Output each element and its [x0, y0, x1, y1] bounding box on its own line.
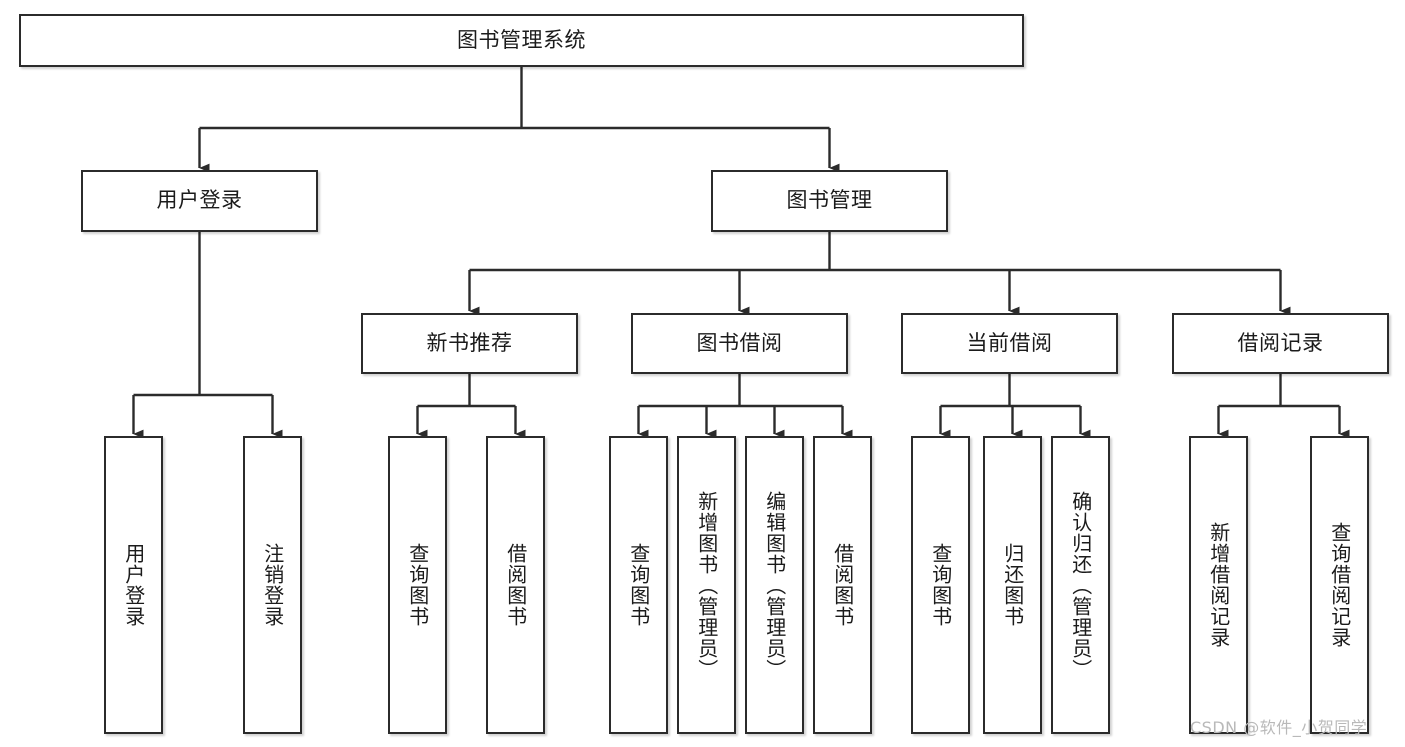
node-level3[interactable]: 新书推荐 — [361, 313, 578, 374]
node-leaf-label: 确认归还（管理员） — [1068, 490, 1093, 680]
node-leaf-label: 新增借阅记录 — [1206, 522, 1231, 648]
node-level2[interactable]: 图书管理 — [711, 170, 948, 232]
node-leaf[interactable]: 查询图书 — [609, 436, 668, 734]
node-leaf-label: 借阅图书 — [503, 543, 528, 627]
node-leaf-label: 查询借阅记录 — [1327, 522, 1352, 648]
node-level3[interactable]: 图书借阅 — [631, 313, 848, 374]
node-leaf[interactable]: 借阅图书 — [813, 436, 872, 734]
node-level2-label: 图书管理 — [786, 188, 873, 213]
node-level3-label: 借阅记录 — [1237, 330, 1324, 355]
node-root-label: 图书管理系统 — [457, 27, 586, 52]
node-leaf-label: 归还图书 — [1000, 543, 1025, 627]
node-leaf-label: 用户登录 — [121, 543, 146, 627]
node-leaf[interactable]: 编辑图书（管理员） — [745, 436, 804, 734]
node-leaf-label: 查询图书 — [405, 543, 430, 627]
node-leaf-label: 注销登录 — [260, 543, 285, 627]
node-level3-label: 当前借阅 — [966, 330, 1053, 355]
node-level2[interactable]: 用户登录 — [81, 170, 318, 232]
node-leaf[interactable]: 用户登录 — [104, 436, 163, 734]
node-level3[interactable]: 当前借阅 — [901, 313, 1118, 374]
node-leaf[interactable]: 归还图书 — [983, 436, 1042, 734]
node-level2-label: 用户登录 — [156, 188, 243, 213]
node-root[interactable]: 图书管理系统 — [19, 14, 1024, 67]
node-level3[interactable]: 借阅记录 — [1172, 313, 1389, 374]
node-leaf[interactable]: 确认归还（管理员） — [1051, 436, 1110, 734]
node-leaf-label: 编辑图书（管理员） — [762, 490, 787, 680]
node-leaf-label: 新增图书（管理员） — [694, 490, 719, 680]
node-leaf[interactable]: 新增借阅记录 — [1189, 436, 1248, 734]
node-level3-label: 图书借阅 — [696, 330, 783, 355]
node-leaf-label: 借阅图书 — [830, 543, 855, 627]
node-leaf-label: 查询图书 — [626, 543, 651, 627]
node-leaf[interactable]: 借阅图书 — [486, 436, 545, 734]
node-leaf[interactable]: 新增图书（管理员） — [677, 436, 736, 734]
node-leaf[interactable]: 查询图书 — [388, 436, 447, 734]
node-leaf[interactable]: 注销登录 — [243, 436, 302, 734]
node-level3-label: 新书推荐 — [426, 330, 513, 355]
node-leaf[interactable]: 查询借阅记录 — [1310, 436, 1369, 734]
node-leaf-label: 查询图书 — [928, 543, 953, 627]
node-leaf[interactable]: 查询图书 — [911, 436, 970, 734]
